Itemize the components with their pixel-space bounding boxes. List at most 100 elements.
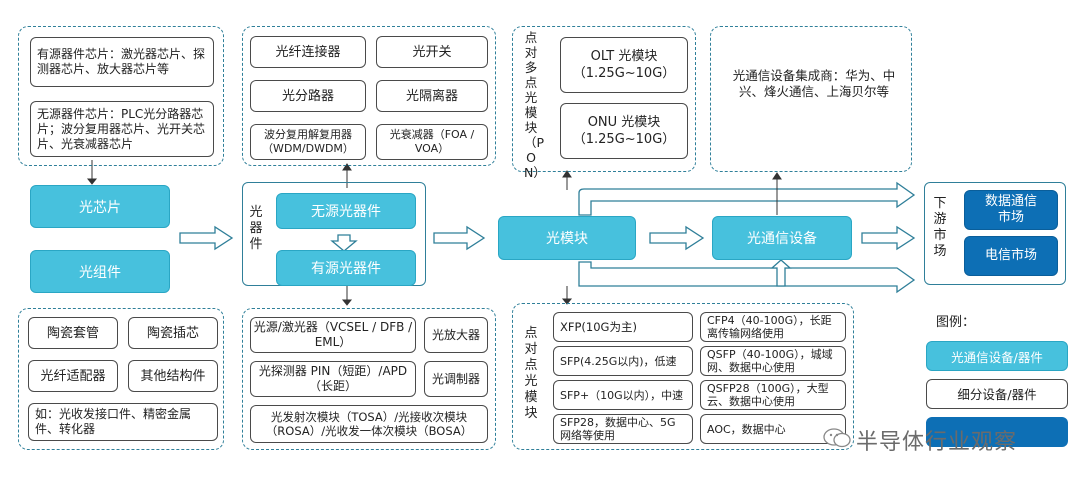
p2p-cfp4-text: CFP4（40-100G），长距离传输网络使用 xyxy=(707,314,832,340)
component-box-4: 其他结构件 xyxy=(128,360,218,392)
active-device-group xyxy=(242,308,496,450)
optical-chip-label: 光芯片 xyxy=(79,199,121,216)
onu-module-box: ONU 光模块 （1.25G~10G） xyxy=(560,103,688,159)
component-text-5: 如：光收发接口件、精密金属件、转化器 xyxy=(35,407,192,436)
p2p-qsfp28: QSFP28（100G），大型云、数据中心使用 xyxy=(700,380,846,410)
passive-chip-box: 无源器件芯片：PLC光分路器芯片；波分复用器芯片、光开关芯片、光衰减器芯片 xyxy=(30,101,214,157)
passive-device-text-5: 波分复用解复用器（WDM/DWDM） xyxy=(262,128,354,155)
passive-device-5: 波分复用解复用器（WDM/DWDM） xyxy=(250,124,366,160)
optical-component-node: 光组件 xyxy=(30,250,170,293)
arrow-chip-to-device xyxy=(179,225,234,251)
watermark-icon xyxy=(822,426,852,450)
passive-device-text-2: 光开关 xyxy=(412,44,452,60)
p2p-sfpplus-text: SFP+（10G以内），中速 xyxy=(560,388,684,402)
datacom-market-label: 数据通信市场 xyxy=(984,194,1037,225)
passive-device-text-1: 光纤连接器 xyxy=(275,44,341,60)
telecom-market-node: 电信市场 xyxy=(964,236,1058,276)
p2p-sfp: SFP(4.25G以内)，低速 xyxy=(553,346,693,376)
equipment-label: 光通信设备 xyxy=(747,231,817,247)
device-label: 光器件 xyxy=(246,205,266,253)
pon-module-group xyxy=(512,26,696,172)
arrow-passive-to-active xyxy=(330,234,358,252)
watermark-text: 半导体行业观察 xyxy=(856,430,1018,455)
amplifier-box: 光放大器 xyxy=(424,317,488,353)
component-text-4: 其他结构件 xyxy=(140,368,206,384)
passive-device-text-6: 光衰减器（FOA / VOA） xyxy=(389,128,475,155)
component-box-3: 光纤适配器 xyxy=(28,360,118,392)
passive-chip-text: 无源器件芯片：PLC光分路器芯片；波分复用器芯片、光开关芯片、光衰减器芯片 xyxy=(37,106,206,151)
arrow-bottom-bypass xyxy=(578,261,916,294)
integrators-group xyxy=(710,26,912,172)
telecom-market-label: 电信市场 xyxy=(984,248,1037,263)
p2p-xfp-text: XFP(10G为主) xyxy=(560,319,637,334)
p2p-xfp: XFP(10G为主) xyxy=(553,312,693,342)
passive-device-2: 光开关 xyxy=(376,36,488,68)
datacom-market-node: 数据通信市场 xyxy=(964,190,1058,230)
p2p-sfp-text: SFP(4.25G以内)，低速 xyxy=(560,354,677,368)
passive-device-node-label: 无源光器件 xyxy=(311,204,381,220)
arrow-device-to-module xyxy=(433,225,486,251)
onu-module-text: ONU 光模块 （1.25G~10G） xyxy=(572,115,676,147)
p2p-sfpplus: SFP+（10G以内），中速 xyxy=(553,380,693,410)
p2p-label-text: 点对点光模块 xyxy=(524,326,538,421)
legend-item-subdevice: 细分设备/器件 xyxy=(926,379,1068,409)
active-device-node-label: 有源光器件 xyxy=(311,261,381,277)
optical-module-node: 光模块 xyxy=(498,216,636,260)
detector-box: 光探测器 PIN（短距）/APD（长距） xyxy=(250,361,416,397)
pon-label-text: 点对多点光模块（PON） xyxy=(524,30,546,180)
arrow-top-bypass xyxy=(578,181,916,216)
optical-component-label: 光组件 xyxy=(79,264,121,281)
arrow-up-equipment xyxy=(770,259,792,287)
p2p-sfp28: SFP28，数据中心、5G网络等使用 xyxy=(553,414,693,444)
active-device-node: 有源光器件 xyxy=(276,250,416,286)
legend-item-device-label: 光通信设备/器件 xyxy=(951,349,1043,365)
passive-device-3: 光分路器 xyxy=(250,80,366,112)
legend-item-device: 光通信设备/器件 xyxy=(926,341,1068,371)
modulator-box: 光调制器 xyxy=(424,361,488,397)
p2p-qsfp-text: QSFP（40-100G），城域网、数据中心使用 xyxy=(707,348,833,374)
p2p-cfp4: CFP4（40-100G），长距离传输网络使用 xyxy=(700,312,846,342)
downstream-label: 下游市场 xyxy=(930,196,950,260)
component-text-3: 光纤适配器 xyxy=(40,368,106,384)
arrow-equipment-to-market xyxy=(861,225,916,251)
passive-device-text-4: 光隔离器 xyxy=(405,88,458,104)
active-chip-text: 有源器件芯片：激光器芯片、探测器芯片、放大器芯片等 xyxy=(37,47,206,76)
equipment-node: 光通信设备 xyxy=(712,216,852,260)
amplifier-text: 光放大器 xyxy=(431,327,480,342)
p2p-sfp28-text: SFP28，数据中心、5G网络等使用 xyxy=(560,416,676,442)
tosa-box: 光发射次模块（TOSA）/光接收次模块（ROSA）/光收发一体次模块（BOSA） xyxy=(250,405,488,443)
downstream-market-frame xyxy=(924,182,1066,285)
p2p-qsfp28-text: QSFP28（100G），大型云、数据中心使用 xyxy=(707,382,829,408)
p2p-module-group xyxy=(512,303,854,450)
passive-device-text-3: 光分路器 xyxy=(281,88,334,104)
device-label-text: 光器件 xyxy=(249,205,263,252)
passive-device-6: 光衰减器（FOA / VOA） xyxy=(376,124,488,160)
component-text-2: 陶瓷插芯 xyxy=(146,325,199,341)
legend-title: 图例： xyxy=(936,315,976,330)
downstream-label-text: 下游市场 xyxy=(933,196,947,259)
legend-item-subdevice-label: 细分设备/器件 xyxy=(957,386,1037,402)
laser-text: 光源/激光器（VCSEL / DFB / EML） xyxy=(253,320,413,349)
passive-device-1: 光纤连接器 xyxy=(250,36,366,68)
arrow-module-to-equipment xyxy=(649,225,705,251)
olt-module-box: OLT 光模块 （1.25G~10G） xyxy=(560,37,688,93)
optical-chip-node: 光芯片 xyxy=(30,185,170,228)
p2p-aoc: AOC，数据中心 xyxy=(700,414,846,444)
p2p-aoc-text: AOC，数据中心 xyxy=(707,422,786,436)
tosa-text: 光发射次模块（TOSA）/光接收次模块（ROSA）/光收发一体次模块（BOSA） xyxy=(265,410,473,438)
component-types-group xyxy=(18,308,224,450)
component-box-1: 陶瓷套管 xyxy=(28,317,118,349)
passive-device-node: 无源光器件 xyxy=(276,193,416,229)
p2p-qsfp: QSFP（40-100G），城域网、数据中心使用 xyxy=(700,346,846,376)
active-chip-box: 有源器件芯片：激光器芯片、探测器芯片、放大器芯片等 xyxy=(30,37,214,87)
olt-module-text: OLT 光模块 （1.25G~10G） xyxy=(572,49,676,81)
integrators-text: 光通信设备集成商：华为、中兴、烽火通信、上海贝尔等 xyxy=(732,68,896,99)
passive-device-4: 光隔离器 xyxy=(376,80,488,112)
passive-device-group xyxy=(242,26,496,166)
modulator-text: 光调制器 xyxy=(431,371,480,386)
p2p-label: 点对点光模块 xyxy=(520,326,542,422)
legend-item-market-swatch xyxy=(926,417,1068,447)
laser-box: 光源/激光器（VCSEL / DFB / EML） xyxy=(250,317,416,353)
detector-text: 光探测器 PIN（短距）/APD（长距） xyxy=(258,364,408,393)
component-text-1: 陶瓷套管 xyxy=(46,325,99,341)
